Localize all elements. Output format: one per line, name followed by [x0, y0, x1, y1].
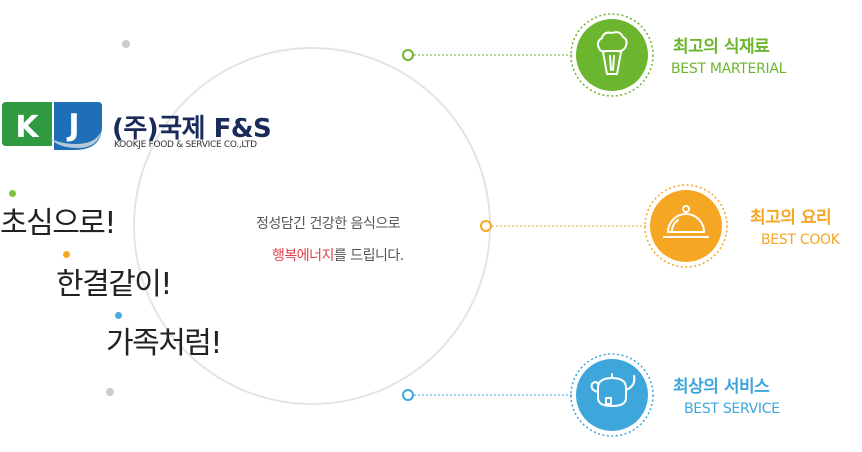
feature-subtitle-1: BEST MARTERIAL: [671, 61, 787, 77]
logo-letter-j: J: [66, 108, 79, 143]
slogan-dot-1: [9, 190, 16, 197]
center-line-2-rest: 를 드립니다.: [333, 248, 404, 264]
feature-badge-1: [570, 13, 654, 97]
circle-decor-dot: [122, 40, 130, 48]
feature-title-2: 최고의 요리: [750, 208, 832, 228]
center-highlight: 행복에너지: [272, 248, 334, 264]
center-message: 정성담긴 건강한 음식으로 행복에너지를 드립니다.: [256, 208, 404, 272]
feature-subtitle-3: BEST SERVICE: [684, 401, 780, 417]
connector-node-2: [480, 220, 492, 232]
company-logo: K J (주)국제 F&S KOOKJE FOOD & SERVICE CO.,…: [2, 102, 302, 152]
slogan-dot-2: [63, 251, 70, 258]
feature-badge-2: [644, 184, 728, 268]
feature-badge-3: [570, 353, 654, 437]
teapot-icon: [590, 373, 636, 407]
vegetable-icon: [596, 31, 628, 75]
slogan-dot-3: [115, 312, 122, 319]
kj-logo-mark: K J: [2, 102, 102, 150]
center-line-2: 행복에너지를 드립니다.: [256, 240, 404, 272]
circle-decor-dot: [106, 388, 114, 396]
connector-node-1: [402, 49, 414, 61]
logo-letter-k: K: [15, 110, 40, 145]
center-line-1: 정성담긴 건강한 음식으로: [256, 216, 401, 232]
company-name-en: KOOKJE FOOD & SERVICE CO.,LTD: [114, 140, 257, 150]
slogan-1: 초심으로!: [0, 206, 116, 241]
feature-subtitle-2: BEST COOK: [761, 232, 840, 248]
feature-title-1: 최고의 식재료: [673, 37, 770, 57]
feature-title-3: 최상의 서비스: [673, 377, 770, 397]
connector-node-3: [402, 389, 414, 401]
cloche-icon: [663, 205, 709, 238]
slogan-2: 한결같이!: [56, 267, 172, 302]
company-name: (주)국제 F&S: [112, 114, 272, 144]
slogan-3: 가족처럼!: [106, 326, 222, 361]
